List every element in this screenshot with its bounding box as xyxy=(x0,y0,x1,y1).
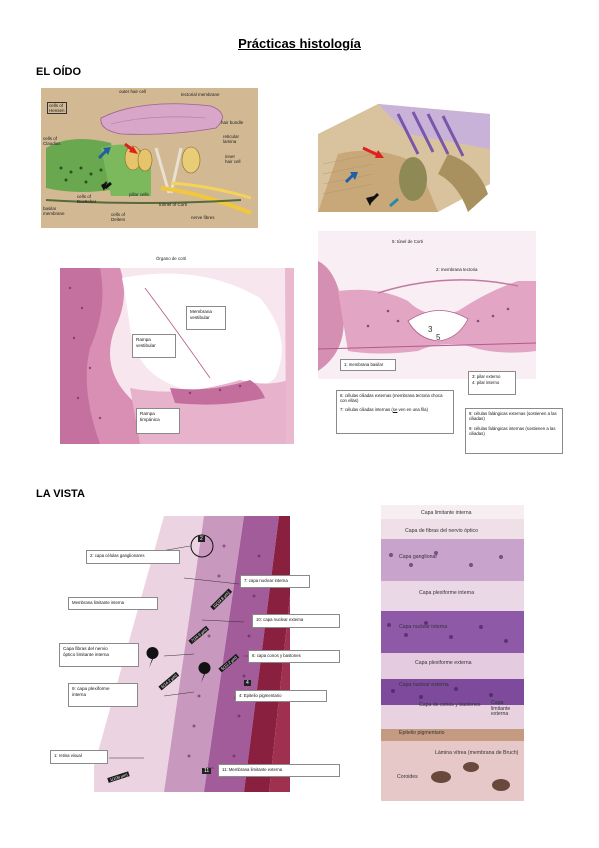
diagram-label: tunnel of Corti xyxy=(159,202,188,207)
diagram-label: cells of Deiters xyxy=(111,212,126,223)
legend-celulas-falangicas-internas: 9: células falángicas internas (sostiene… xyxy=(469,426,556,437)
retina-layers-micrograph: Capa limitante interna Capa de fibras de… xyxy=(381,505,524,801)
micrograph-caption: Órgano de corti xyxy=(156,256,187,261)
diagram-label: basilar membrane xyxy=(43,206,65,217)
diagram-label: outer hair cell xyxy=(119,89,147,94)
section-heading-eye: LA VISTA xyxy=(36,488,85,500)
diagram-label: inner hair cell xyxy=(225,154,241,165)
legend-left: 6: células ciliadas externas (membrana t… xyxy=(336,390,454,434)
cochlea-3d-drawing xyxy=(318,94,490,212)
section-heading-ear: EL OÍDO xyxy=(36,66,82,78)
legend-celulas-ciliadas-externas: 6: células ciliadas externas (membrana t… xyxy=(340,393,443,404)
organ-of-corti-drawing xyxy=(41,88,258,228)
marker-digit: 5 xyxy=(436,333,441,342)
organ-of-corti-micrograph: Membrana vestibular Rampa vestibular Ram… xyxy=(60,268,294,444)
micrograph-tissue xyxy=(60,268,294,444)
layer-label: Capa nuclear interna xyxy=(399,624,448,630)
marker-2: 2 xyxy=(198,536,205,542)
layer-label: Capa limitante externa xyxy=(491,700,511,718)
label-membrana-limitante-externa: 11: Membrana limitante externa xyxy=(218,764,340,777)
label-capa-conos-bastones: 6: capa conos y bastones xyxy=(248,650,340,663)
label-capa-nuclear-externa: 10: capa nuclear externa xyxy=(252,614,340,628)
layer-label: Capa limitante interna xyxy=(421,510,472,516)
label-membrana-basilar: 1: membrana basilar xyxy=(340,359,396,371)
corti-labelled-micrograph: 5: túnel de Corti 2: membrana tectoria 3… xyxy=(318,231,536,379)
label-membrana-vestibular: Membrana vestibular xyxy=(186,306,226,330)
page-title: Prácticas histología xyxy=(238,36,361,51)
diagram-label: pillar cells xyxy=(129,192,149,197)
label-capa-celulas-ganglionares: 2: capa células ganglionares xyxy=(86,550,180,564)
layer-label: Epitelio pigmentario xyxy=(399,730,445,736)
label-pilares: 3: pilar externo 4: pilar interno xyxy=(468,371,516,395)
marker-4: 4 xyxy=(244,680,251,686)
label-retina-visual: 1: retina visual xyxy=(50,750,108,764)
label-tunel-corti: 5: túnel de Corti xyxy=(392,239,423,244)
layer-label: Capa nuclear externa xyxy=(399,682,449,688)
label-rampa-timpanica: Rampa timpánica xyxy=(136,408,180,434)
marker-11: 11 xyxy=(202,768,212,774)
label-capa-fibras-nervio-optico: Capa fibras del nervio óptico limitante … xyxy=(59,643,139,667)
layer-label: Coroides xyxy=(397,774,418,780)
layer-label: Capa de fibras del nervio óptico xyxy=(405,528,478,534)
label-capa-plexiforme-interna: 9: capa plexiforme interna xyxy=(68,683,138,707)
label-membrana-limitante-interna: Membrana limitante interna xyxy=(68,597,158,610)
diagram-label: nerve fibres xyxy=(191,215,215,220)
legend-celulas-ciliadas-internas: 7: células ciliadas internas (se ven en … xyxy=(340,407,428,413)
organ-of-corti-diagram: cells of Hensen cells of Claudius outer … xyxy=(41,88,258,228)
micrograph2-tissue xyxy=(318,231,536,379)
label-rampa-vestibular: Rampa vestibular xyxy=(132,334,176,358)
legend-celulas-falangicas-externas: 8: células falángicas externas (sostiene… xyxy=(469,411,557,422)
diagram-label: cells of Hensen xyxy=(47,102,67,115)
layer-label: Lámina vítrea (membrana de Bruch) xyxy=(435,750,519,756)
retina-layers-tissue xyxy=(381,505,524,801)
diagram-label: cells of Boettcher xyxy=(77,194,97,205)
label-pilar-externo: 3: pilar externo xyxy=(472,374,501,379)
diagram-label: reticular lamina xyxy=(223,134,240,145)
legend-right: 8: células falángicas externas (sostiene… xyxy=(465,408,563,454)
layer-label: Capa de conos y bastones xyxy=(419,702,481,708)
layer-label: Capa plexiforme externa xyxy=(415,660,472,666)
label-epitelio-pigmentario: 4: Epitelio pigmentario xyxy=(235,690,327,702)
diagram-label: cells of Claudius xyxy=(43,136,61,147)
cochlea-3d-diagram xyxy=(318,94,490,212)
diagram-label: hair bundle xyxy=(221,120,244,125)
label-membrana-tectoria: 2: membrana tectoria xyxy=(436,267,478,272)
label-pilar-interno: 4: pilar interno xyxy=(472,380,500,386)
diagram-label: tectorial membrane xyxy=(181,92,220,97)
layer-label: Capa ganglionar xyxy=(399,554,438,560)
layer-label: Capa plexiforme interna xyxy=(419,590,475,596)
marker-digit: 3 xyxy=(428,325,433,334)
label-capa-nuclear-interna: 7: capa nuclear interna xyxy=(240,575,310,588)
